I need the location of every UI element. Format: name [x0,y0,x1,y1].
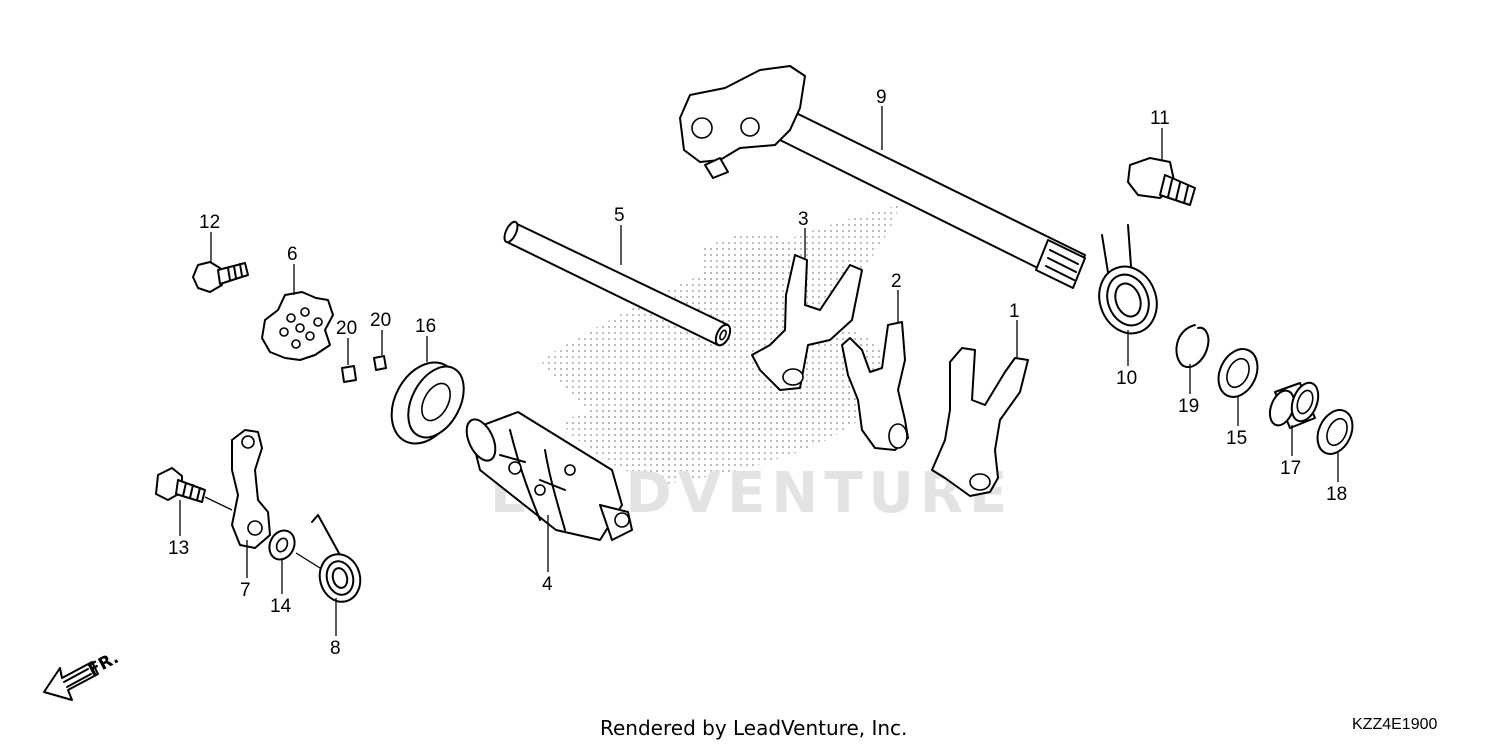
callout-5: 5 [614,205,625,226]
callout-2: 2 [891,271,902,292]
part-13-bolt [155,467,206,503]
part-17-needle-bearing [1268,381,1320,429]
diagram-code: KZZ4E1900 [1352,716,1438,733]
callout-11: 11 [1150,108,1170,129]
part-10-spring [1098,224,1158,335]
callout-17: 17 [1280,458,1301,479]
callout-19: 19 [1178,396,1199,417]
part-19-circlip [1175,324,1210,368]
part-16-bearing [390,361,465,445]
front-arrow-icon [43,661,99,701]
part-6-star-plate [261,291,334,361]
part-3-shift-fork [751,254,863,391]
callout-1: 1 [1009,301,1020,322]
part-12-bolt [192,261,249,293]
part-14-washer [268,529,296,561]
callout-18: 18 [1326,484,1347,505]
part-9-shift-spindle [679,65,1086,289]
part-2-shift-fork [841,321,909,451]
callout-13: 13 [168,538,189,559]
leader-lines [179,106,1339,636]
part-1-shift-fork [931,347,1029,497]
part-7-stopper-arm [231,429,271,549]
callout-4: 4 [542,574,553,595]
callout-15: 15 [1226,428,1247,449]
part-8-spring [311,514,362,603]
part-5-fork-shaft [503,220,732,347]
callout-14: 14 [270,596,292,617]
part-20-pins [341,355,387,383]
callout-20b: 20 [370,310,391,331]
callout-3: 3 [798,209,809,230]
callout-6: 6 [287,244,298,265]
callout-labels: 1 2 3 4 5 6 7 8 9 10 11 12 13 14 15 16 1… [168,87,1347,659]
part-11-bolt [1127,157,1196,206]
part-4-shift-drum [465,411,633,541]
callout-9: 9 [876,87,887,108]
part-18-seal [1316,409,1354,455]
callout-16: 16 [415,316,436,337]
callout-12: 12 [199,212,220,233]
callout-10: 10 [1116,368,1137,389]
callout-8: 8 [330,638,341,659]
callout-7: 7 [240,580,251,601]
part-15-washer [1217,348,1259,398]
render-credit: Rendered by LeadVenture, Inc. [600,716,908,740]
callout-20a: 20 [336,318,357,339]
